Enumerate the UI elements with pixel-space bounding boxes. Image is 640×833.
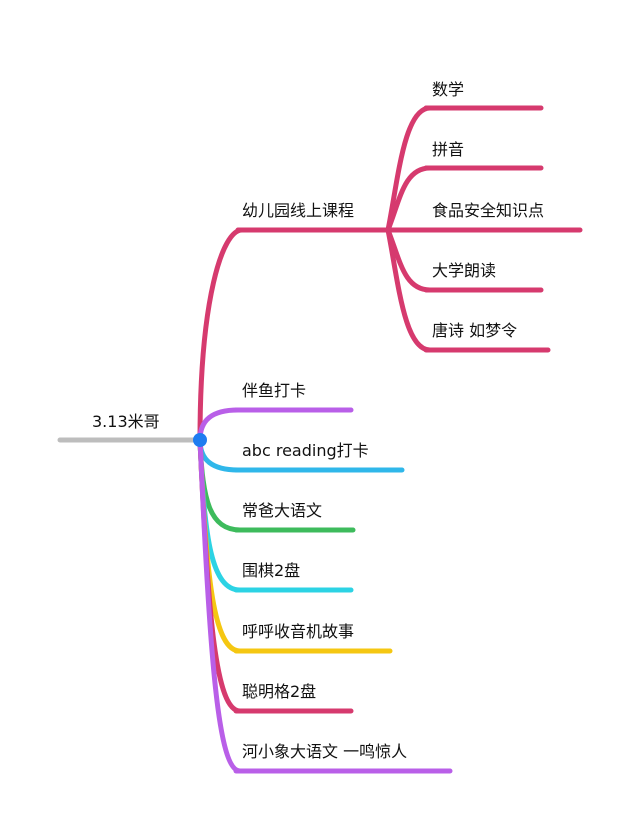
sub-branch-label-pinyin[interactable]: 拼音 [432,140,464,159]
sub-branch-label-food-safety[interactable]: 食品安全知识点 [432,201,544,220]
branch-label-abc-reading[interactable]: abc reading打卡 [242,441,369,460]
branch-connector [197,437,243,774]
branch-label-hexiaoxiang[interactable]: 河小象大语文 一鸣惊人 [242,742,407,761]
branch-label-radio-story[interactable]: 呼呼收音机故事 [242,622,354,641]
root-label[interactable]: 3.13米哥 [92,412,160,431]
branch-label-banyu[interactable]: 伴鱼打卡 [242,381,306,400]
branch-label-go-game[interactable]: 围棋2盘 [242,561,300,580]
sub-branch-connector [385,227,433,353]
sub-branch-connector [385,165,433,233]
branch-label-changba[interactable]: 常爸大语文 [242,501,322,520]
sub-branch-label-math[interactable]: 数学 [432,80,464,99]
sub-branch-label-tang-poem[interactable]: 唐诗 如梦令 [432,321,517,340]
branch-label-kindergarten-course[interactable]: 幼儿园线上课程 [242,201,354,220]
branch-connector [197,437,241,473]
branch-label-smart-grid[interactable]: 聪明格2盘 [242,682,316,701]
sub-branch-label-reading[interactable]: 大学朗读 [432,261,496,280]
branch-connector [197,407,241,443]
root-node-dot[interactable] [193,433,207,447]
branch-connector [197,227,245,443]
sub-branch-connector [385,105,433,233]
